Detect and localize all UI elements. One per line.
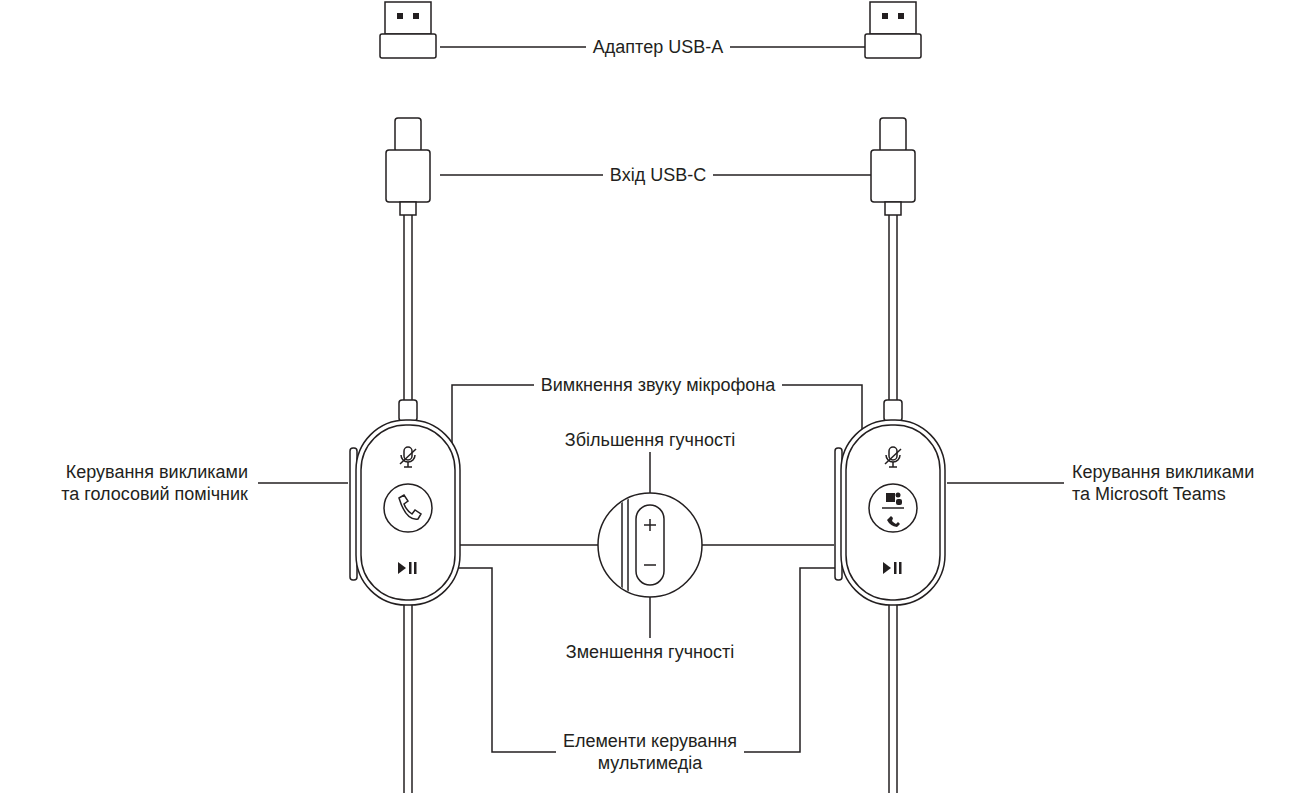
leader-lines-part xyxy=(649,452,651,493)
teams-button-right-part xyxy=(869,484,917,532)
teams-button-right-part xyxy=(886,493,895,502)
teams-button-right-part xyxy=(887,516,900,527)
volume-magnifier-part xyxy=(598,493,702,597)
callout-label: Вимкнення звуку мікрофона xyxy=(534,374,782,396)
callout-label: Керування викликами та голосовий помічни… xyxy=(54,461,254,505)
teams-button-right-part xyxy=(896,493,901,498)
leader-lines-part xyxy=(947,482,1064,484)
leader-lines xyxy=(258,47,1064,752)
callout-label: Зменшення гучності xyxy=(559,641,741,663)
volume-magnifier-part-part xyxy=(627,485,629,605)
leader-lines-part xyxy=(649,597,651,638)
call-button-left-part xyxy=(384,484,432,532)
callout-label: Збільшення гучності xyxy=(558,429,742,451)
call-button-left xyxy=(384,484,432,532)
teams-button-right xyxy=(869,484,917,532)
callout-label: Вхід USB-C xyxy=(603,164,713,186)
volume-magnifier-part xyxy=(644,524,656,526)
call-button-left-part xyxy=(399,495,421,519)
volume-magnifier-part xyxy=(636,505,664,585)
teams-button-right-part xyxy=(896,499,902,505)
headset-left xyxy=(350,2,460,793)
volume-magnifier-part xyxy=(644,564,656,566)
teams-button-right-part xyxy=(882,507,904,509)
callout-label: Елементи керування мультимедіа xyxy=(556,730,744,774)
volume-magnifier-part xyxy=(622,485,628,605)
volume-magnifier xyxy=(598,485,702,605)
leader-lines-part xyxy=(258,482,348,484)
leader-lines-part xyxy=(702,544,834,546)
callout-label: Адаптер USB-A xyxy=(586,36,730,58)
callout-label: Керування викликами та Microsoft Teams xyxy=(1066,461,1262,505)
headset-right xyxy=(835,2,945,793)
volume-magnifier-part-part xyxy=(621,485,623,605)
